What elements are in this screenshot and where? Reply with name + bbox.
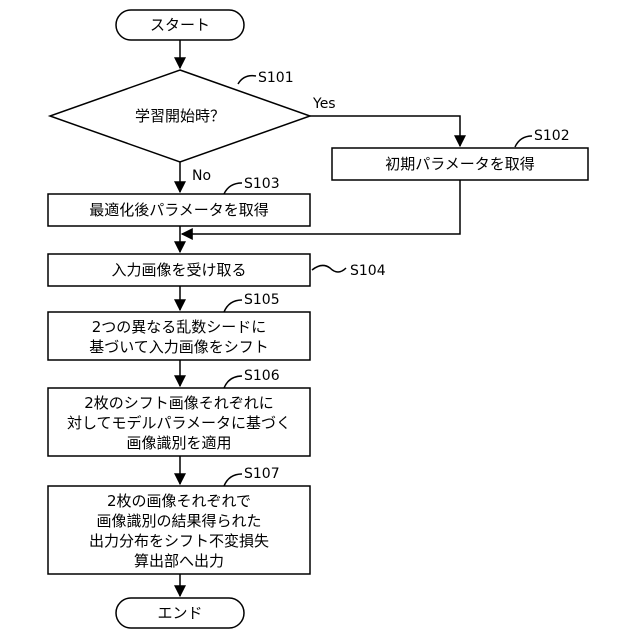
step-label-s102: S102 (534, 128, 570, 144)
process-s107-line-4: 算出部へ出力 (134, 552, 224, 570)
end-label: エンド (157, 604, 202, 622)
process-s106-line-1: 2枚のシフト画像それぞれに (84, 394, 274, 412)
process-s105-line-2: 基づいて入力画像をシフト (89, 338, 269, 356)
step-label-s107: S107 (244, 466, 280, 482)
branch-label-no: No (192, 168, 211, 184)
step-label-s101: S101 (258, 70, 294, 86)
callout-s106 (224, 376, 242, 388)
branch-label-yes: Yes (312, 96, 336, 112)
process-s105: 2つの異なる乱数シードに 基づいて入力画像をシフト (48, 312, 310, 360)
process-s106: 2枚のシフト画像それぞれに 対してモデルパラメータに基づく 画像識別を適用 (48, 388, 310, 456)
process-s104: 入力画像を受け取る (48, 254, 310, 286)
process-s107-line-2: 画像識別の結果得られた (96, 512, 261, 530)
step-label-s104: S104 (350, 263, 386, 279)
process-s102: 初期パラメータを取得 (332, 148, 588, 180)
callout-s101 (238, 76, 256, 84)
process-s103: 最適化後パラメータを取得 (48, 194, 310, 226)
process-s104-label: 入力画像を受け取る (111, 261, 246, 279)
process-s102-label: 初期パラメータを取得 (385, 155, 535, 173)
callout-s104 (312, 265, 346, 272)
callout-s103 (224, 183, 242, 194)
callout-s105 (224, 300, 242, 312)
start-terminal: スタート (116, 10, 244, 40)
callout-s107 (224, 474, 242, 486)
decision-label: 学習開始時？ (135, 107, 225, 125)
callout-s102 (515, 136, 532, 147)
process-s106-line-3: 画像識別を適用 (126, 434, 231, 452)
connector-yes-s102 (310, 116, 460, 146)
step-label-s106: S106 (244, 368, 280, 384)
process-s107: 2枚の画像それぞれで 画像識別の結果得られた 出力分布をシフト不変損失 算出部へ… (48, 486, 310, 574)
process-s106-line-2: 対してモデルパラメータに基づく (67, 414, 291, 432)
process-s103-label: 最適化後パラメータを取得 (89, 201, 269, 219)
process-s105-line-1: 2つの異なる乱数シードに (92, 318, 267, 336)
process-s107-line-1: 2枚の画像それぞれで (107, 492, 251, 510)
start-label: スタート (150, 16, 210, 34)
end-terminal: エンド (116, 598, 244, 628)
process-s107-line-3: 出力分布をシフト不変損失 (89, 532, 269, 550)
step-label-s103: S103 (244, 176, 280, 192)
step-label-s105: S105 (244, 292, 280, 308)
